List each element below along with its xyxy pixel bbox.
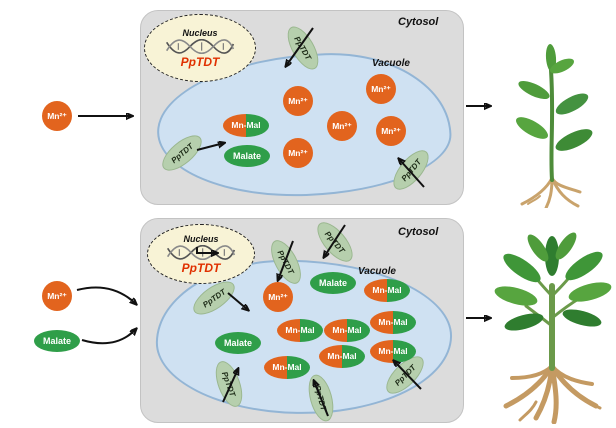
mn-mal-label: Mn-Mal xyxy=(231,120,261,131)
mn-label: Mn²⁺ xyxy=(288,95,308,106)
mn-mal-complex: Mn-Mal xyxy=(319,345,365,368)
mature-leaves xyxy=(494,232,612,331)
transporter-label: PpTDT xyxy=(220,370,238,398)
mn-label: Mn²⁺ xyxy=(288,147,308,158)
mn-mal-label: Mn-Mal xyxy=(372,285,402,296)
arrow-malate-influx-bottom xyxy=(81,329,136,345)
malate-molecule: Malate xyxy=(224,145,270,167)
mn-mal-label: Mn-Mal xyxy=(332,325,362,336)
seedling-leaves xyxy=(516,44,593,151)
mn-mal-complex: Mn-Mal xyxy=(364,279,410,302)
malate-label: Malate xyxy=(223,337,252,348)
mn-mal-complex: Mn-Mal xyxy=(370,311,416,334)
vacuole-label-top: Vacuole xyxy=(372,58,410,69)
transporter-label: PpTDT xyxy=(292,34,314,62)
malate-label: Malate xyxy=(232,150,261,161)
mature-roots xyxy=(503,363,602,424)
mn-mal-complex: Mn-Mal xyxy=(370,340,416,363)
malate-molecule: Malate xyxy=(215,332,261,354)
vacuole-label-bottom: Vacuole xyxy=(358,266,396,277)
mn-label: Mn²⁺ xyxy=(47,110,67,121)
mn-mal-complex: Mn-Mal xyxy=(223,114,269,137)
mn-mal-label: Mn-Mal xyxy=(327,351,357,362)
mn-ion: Mn²⁺ xyxy=(42,101,72,131)
mn-mal-label: Mn-Mal xyxy=(378,346,408,357)
seedling-roots xyxy=(520,176,582,208)
seedling-plant xyxy=(516,44,593,208)
mn-mal-complex: Mn-Mal xyxy=(324,319,370,342)
nucleus-label-top: Nucleus xyxy=(182,27,218,38)
gene-label-bottom: PpTDT xyxy=(181,260,221,275)
mn-label: Mn²⁺ xyxy=(371,83,391,94)
mn-ion: Mn²⁺ xyxy=(283,86,313,116)
mn-mal-label: Mn-Mal xyxy=(378,317,408,328)
mn-label: Mn²⁺ xyxy=(47,290,67,301)
malate-molecule: Malate xyxy=(310,272,356,294)
nucleus-label-bottom: Nucleus xyxy=(183,233,219,244)
dna-icon xyxy=(166,244,236,260)
transporter-label: PpTDT xyxy=(313,384,329,412)
transporter-label: PpTDT xyxy=(275,248,297,276)
mn-ion: Mn²⁺ xyxy=(263,282,293,312)
mn-ion: Mn²⁺ xyxy=(42,281,72,311)
cytosol-label-bottom: Cytosol xyxy=(398,226,439,238)
malate-label: Malate xyxy=(42,335,71,346)
mn-ion: Mn²⁺ xyxy=(283,138,313,168)
mn-mal-complex: Mn-Mal xyxy=(277,319,323,342)
mn-ion: Mn²⁺ xyxy=(376,116,406,146)
mn-ion: Mn²⁺ xyxy=(366,74,396,104)
dna-icon xyxy=(165,38,235,54)
seedling-stem xyxy=(549,68,555,182)
nucleus-top: Nucleus PpTDT xyxy=(144,14,256,82)
cytosol-label-top: Cytosol xyxy=(398,16,439,28)
mn-mal-label: Mn-Mal xyxy=(285,325,315,336)
mature-plant xyxy=(494,232,612,424)
gene-label-top: PpTDT xyxy=(180,54,220,69)
mn-mal-complex: Mn-Mal xyxy=(264,356,310,379)
nucleus-bottom: Nucleus PpTDT xyxy=(147,224,255,284)
malate-molecule: Malate xyxy=(34,330,80,352)
arrow-mn-influx-bottom xyxy=(76,286,136,304)
mn-label: Mn²⁺ xyxy=(268,291,288,302)
mn-label: Mn²⁺ xyxy=(381,125,401,136)
malate-label: Malate xyxy=(318,277,347,288)
mn-mal-label: Mn-Mal xyxy=(272,362,302,373)
mn-label: Mn²⁺ xyxy=(332,120,352,131)
mn-ion: Mn²⁺ xyxy=(327,111,357,141)
